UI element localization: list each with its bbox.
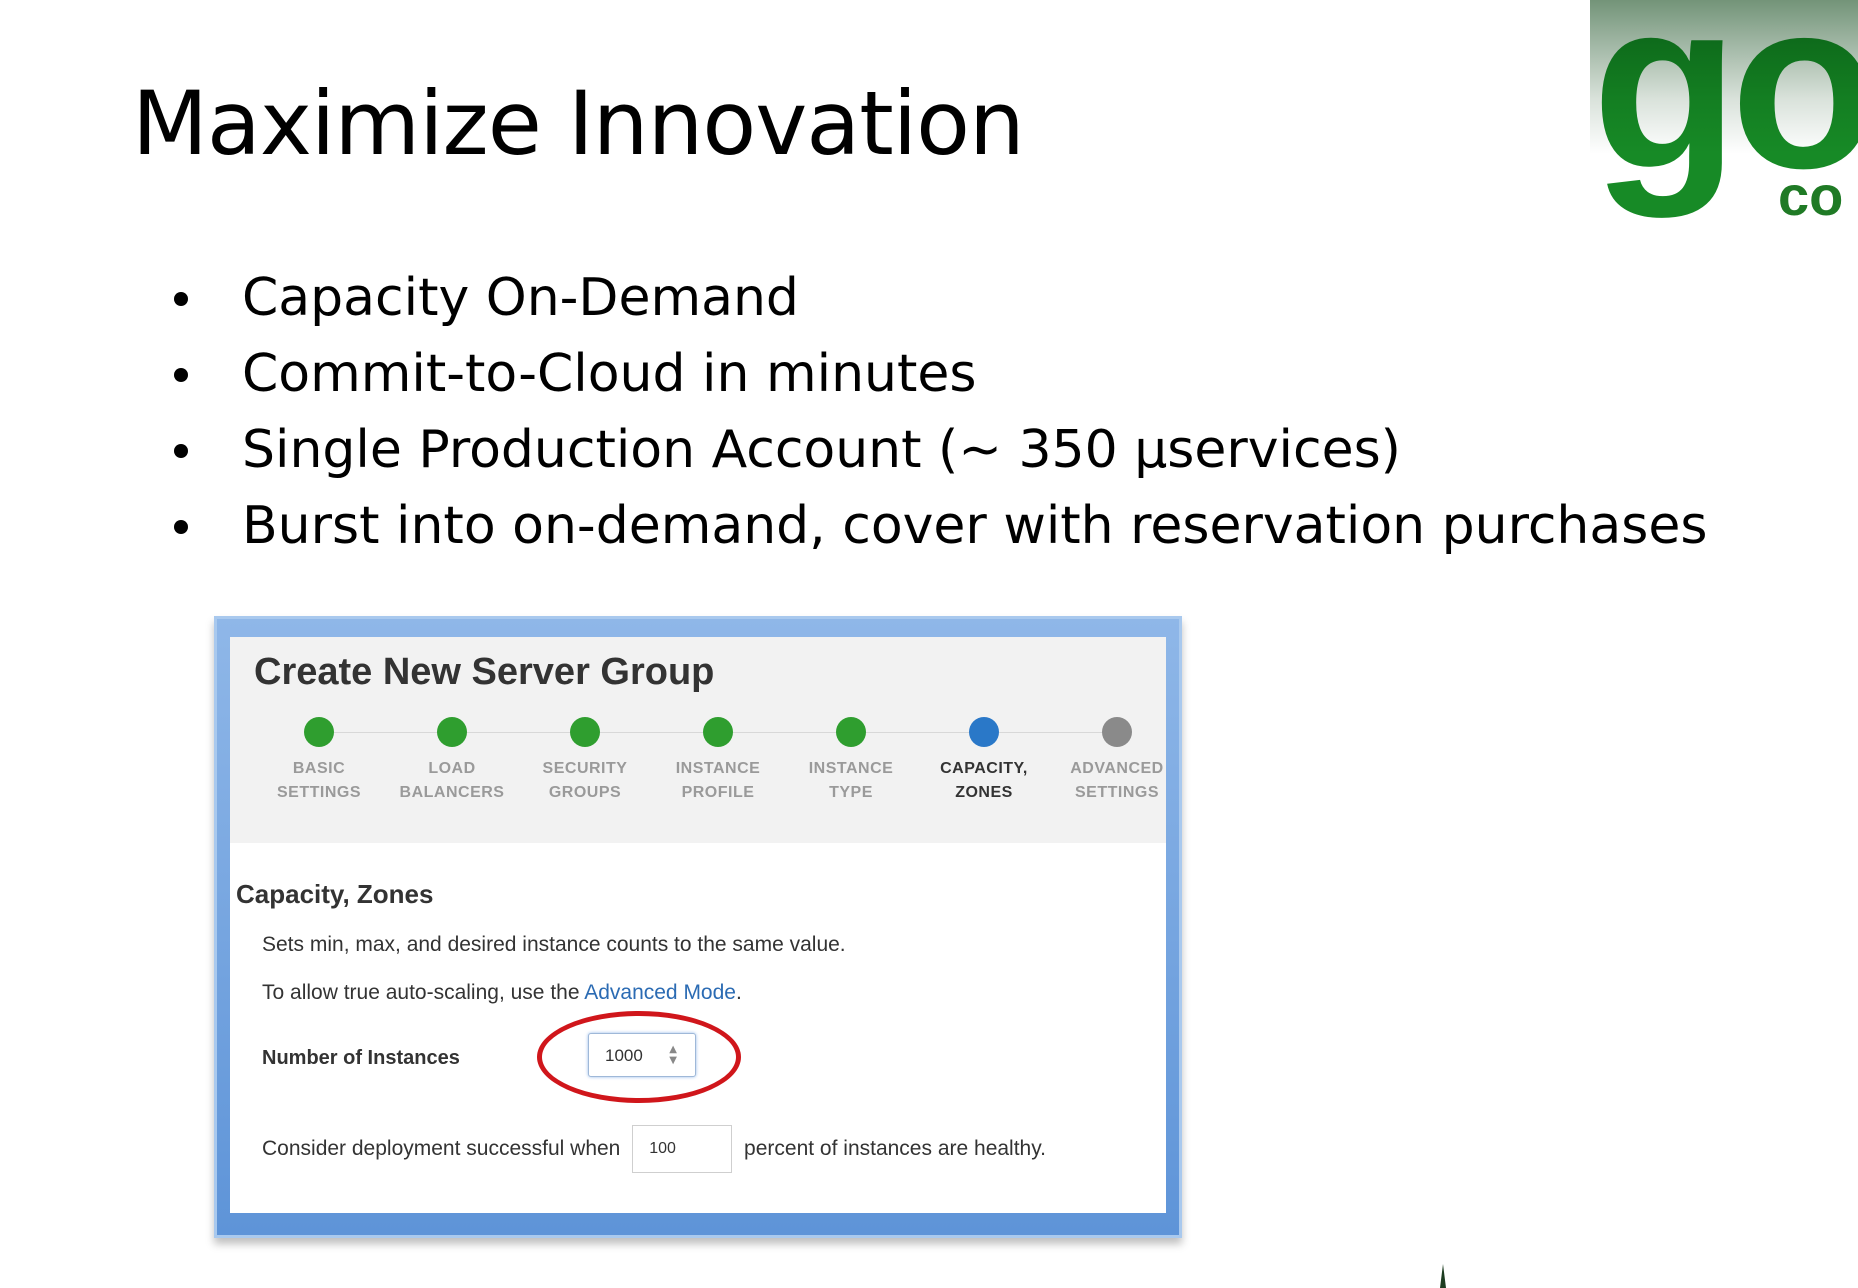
slide-title: Maximize Innovation (132, 72, 1025, 175)
step-label: INSTANCE PROFILE (675, 760, 761, 801)
bullet-dot (174, 292, 188, 306)
bullet-text: Single Production Account (~ 350 µservic… (242, 420, 1401, 480)
bullet-item: Burst into on-demand, cover with reserva… (170, 488, 1707, 564)
dialog-title: Create New Server Group (254, 651, 715, 693)
threshold-prefix: Consider deployment successful when (262, 1137, 621, 1160)
healthy-percent-input[interactable]: 100 (632, 1125, 733, 1173)
instances-label: Number of Instances (262, 1047, 460, 1069)
highlight-circle-annotation (537, 1011, 741, 1103)
wizard-step-capacity-zones[interactable]: CAPACITY, ZONES (919, 713, 1049, 805)
wizard-step-basic-settings[interactable]: BASIC SETTINGS (254, 713, 384, 805)
bullet-dot (174, 444, 188, 458)
wizard-step-instance-type[interactable]: INSTANCE TYPE (786, 713, 916, 805)
bullet-list: Capacity On-Demand Commit-to-Cloud in mi… (170, 260, 1707, 564)
bullet-text: Capacity On-Demand (242, 268, 799, 328)
step-label: ADVANCED SETTINGS (1070, 760, 1164, 801)
auto-scaling-help-text: To allow true auto-scaling, use the Adva… (262, 981, 742, 1005)
bullet-text: Commit-to-Cloud in minutes (242, 344, 977, 404)
company-logo: go co (1590, 0, 1858, 220)
wizard-steps: BASIC SETTINGS LOAD BALANCERS SECURITY G… (230, 713, 1166, 813)
bullet-text: Burst into on-demand, cover with reserva… (242, 496, 1708, 556)
step-indicator-icon (304, 717, 334, 747)
step-label: CAPACITY, ZONES (940, 760, 1028, 801)
step-indicator-icon (836, 717, 866, 747)
threshold-suffix: percent of instances are healthy. (744, 1137, 1047, 1160)
bullet-item: Capacity On-Demand (170, 260, 1707, 336)
step-indicator-icon (437, 717, 467, 747)
step-label: SECURITY GROUPS (542, 760, 628, 801)
decorative-tree-spike (1440, 1264, 1446, 1288)
bullet-dot (174, 520, 188, 534)
help-text: Sets min, max, and desired instance coun… (262, 933, 846, 956)
bullet-item: Single Production Account (~ 350 µservic… (170, 412, 1707, 488)
step-label: INSTANCE TYPE (808, 760, 894, 801)
logo-sub-text: co (1778, 164, 1844, 221)
help-text-suffix: . (735, 981, 742, 1004)
section-title: Capacity, Zones (236, 879, 434, 909)
server-group-dialog: Create New Server Group BASIC SETTINGS L… (230, 637, 1166, 1213)
wizard-step-instance-profile[interactable]: INSTANCE PROFILE (653, 713, 783, 805)
healthy-percent-value: 100 (649, 1140, 676, 1157)
bullet-item: Commit-to-Cloud in minutes (170, 336, 1707, 412)
help-text-prefix: To allow true auto-scaling, use the (262, 981, 585, 1004)
wizard-step-load-balancers[interactable]: LOAD BALANCERS (387, 713, 517, 805)
step-indicator-icon (969, 717, 999, 747)
step-label: BASIC SETTINGS (276, 760, 361, 801)
step-indicator-icon (1102, 717, 1132, 747)
embedded-screenshot: Create New Server Group BASIC SETTINGS L… (214, 616, 1182, 1238)
step-label: LOAD BALANCERS (399, 760, 505, 801)
bullet-dot (174, 368, 188, 382)
dialog-header: Create New Server Group BASIC SETTINGS L… (230, 637, 1166, 843)
healthy-threshold-row: Consider deployment successful when 100 … (262, 1125, 1046, 1177)
advanced-mode-link[interactable]: Advanced Mode (584, 981, 736, 1004)
wizard-step-advanced-settings[interactable]: ADVANCED SETTINGS (1052, 713, 1166, 805)
step-indicator-icon (570, 717, 600, 747)
step-indicator-icon (703, 717, 733, 747)
wizard-step-security-groups[interactable]: SECURITY GROUPS (520, 713, 650, 805)
